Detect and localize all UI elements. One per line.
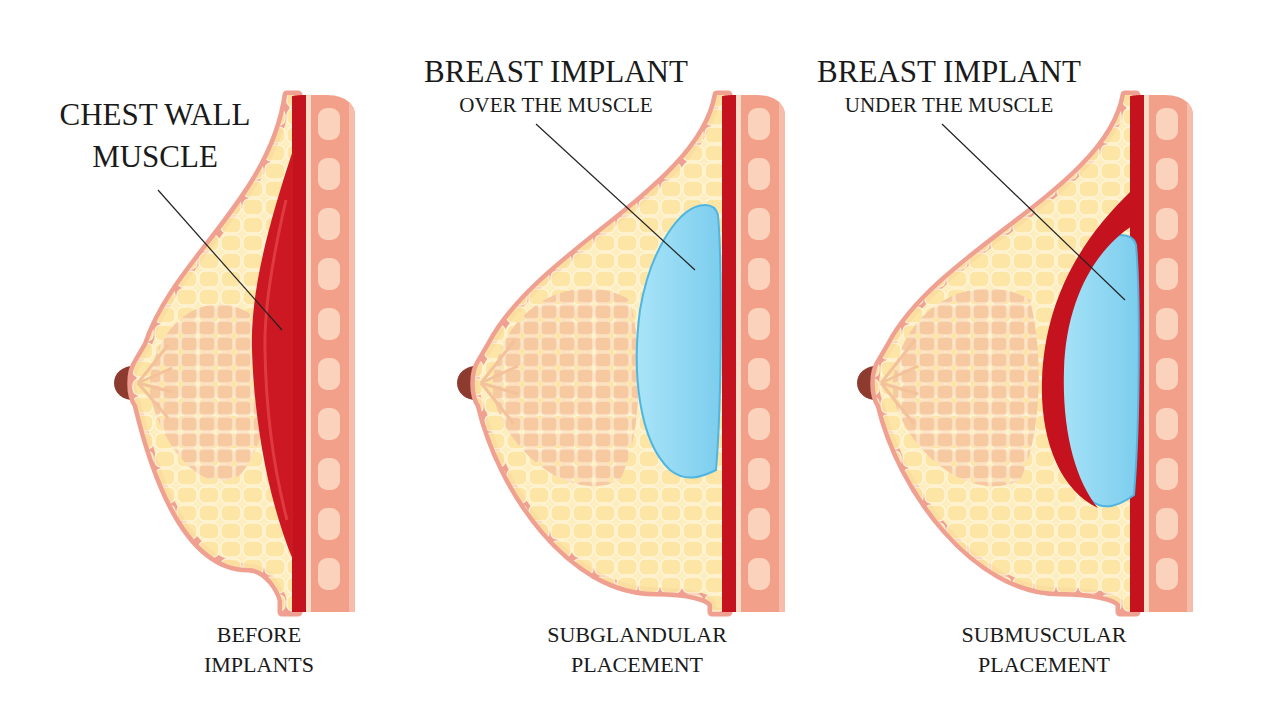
duct <box>881 383 914 424</box>
milk-ducts <box>881 340 918 424</box>
leader-line <box>942 124 1125 300</box>
part-sublabel: OVER THE MUSCLE <box>356 93 756 118</box>
breast-implant <box>637 205 721 478</box>
panel-caption: SUBMUSCULAR PLACEMENT <box>924 620 1164 680</box>
leader-lines <box>158 124 1125 330</box>
milk-ducts <box>481 340 518 424</box>
panel-caption: SUBGLANDULAR PLACEMENT <box>517 620 757 680</box>
breast-submuscular <box>857 95 1193 612</box>
muscle-highlight <box>265 200 287 520</box>
fat-tissue <box>475 95 728 612</box>
part-label: CHEST WALL MUSCLE <box>40 94 270 178</box>
duct <box>481 383 514 424</box>
duct <box>481 366 518 383</box>
part-label: BREAST IMPLANT <box>356 52 756 92</box>
part-label: BREAST IMPLANT <box>749 52 1149 92</box>
part-sublabel: UNDER THE MUSCLE <box>749 93 1149 118</box>
panel-caption: BEFORE IMPLANTS <box>169 620 349 680</box>
gland-tissue <box>493 289 639 487</box>
chest-wall <box>292 95 355 612</box>
milk-ducts <box>138 345 172 418</box>
leader-line <box>536 124 695 270</box>
duct <box>881 366 918 383</box>
breast-subglandular <box>457 95 785 612</box>
chest-wall <box>722 95 785 612</box>
duct <box>138 368 172 383</box>
gland-tissue <box>893 289 1039 487</box>
breast-skin <box>475 95 728 612</box>
gland-tissue <box>150 304 268 481</box>
duct <box>138 383 168 418</box>
pectoral-muscle <box>1042 190 1132 508</box>
pectoral-muscle <box>252 150 293 560</box>
leader-line <box>158 190 282 330</box>
